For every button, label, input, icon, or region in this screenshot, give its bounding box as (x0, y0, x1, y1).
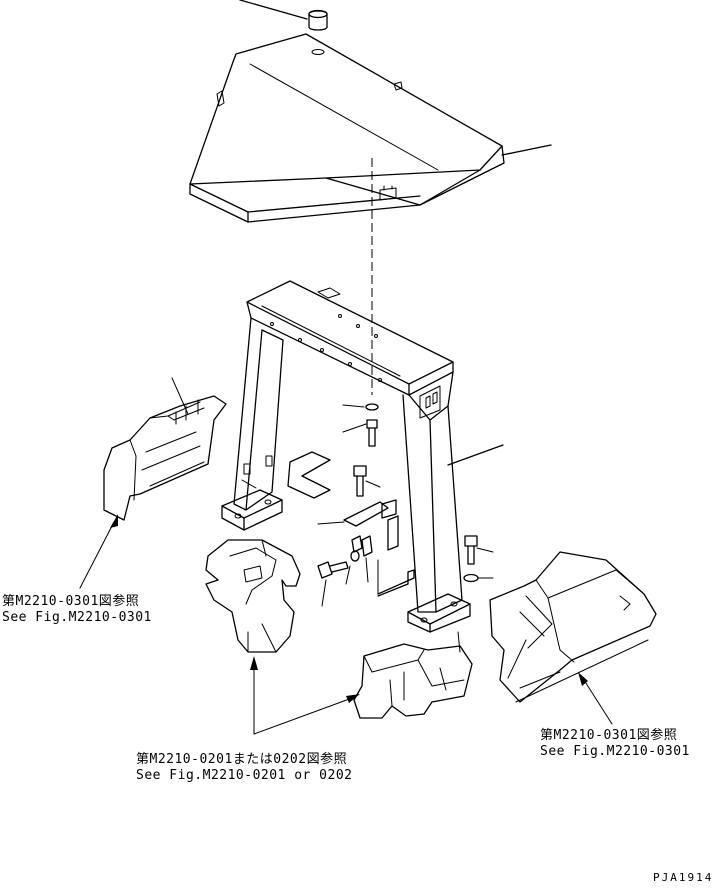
callout-center-en: See Fig.M2210-0201 or 0202 (136, 768, 353, 783)
callout-left-en: See Fig.M2210-0301 (2, 610, 152, 625)
callout-left-jp: 第M2210-0301図参照 (2, 594, 140, 609)
rops-frame (221, 280, 504, 633)
callout-arrows (79, 514, 613, 735)
callout-center-jp: 第M2210-0201または0202図参照 (136, 752, 348, 767)
hardware-parts (287, 403, 494, 607)
left-fender-part (103, 377, 227, 521)
callout-right-jp: 第M2210-0301図参照 (540, 728, 678, 743)
center-floor-part (353, 631, 473, 719)
right-fender-part (489, 551, 657, 703)
left-floor-part (205, 539, 301, 653)
callout-right-en: See Fig.M2210-0301 (540, 744, 690, 759)
cap-part (239, 0, 328, 55)
drawing-code: PJA1914 (653, 871, 714, 884)
hood-part (189, 33, 552, 223)
